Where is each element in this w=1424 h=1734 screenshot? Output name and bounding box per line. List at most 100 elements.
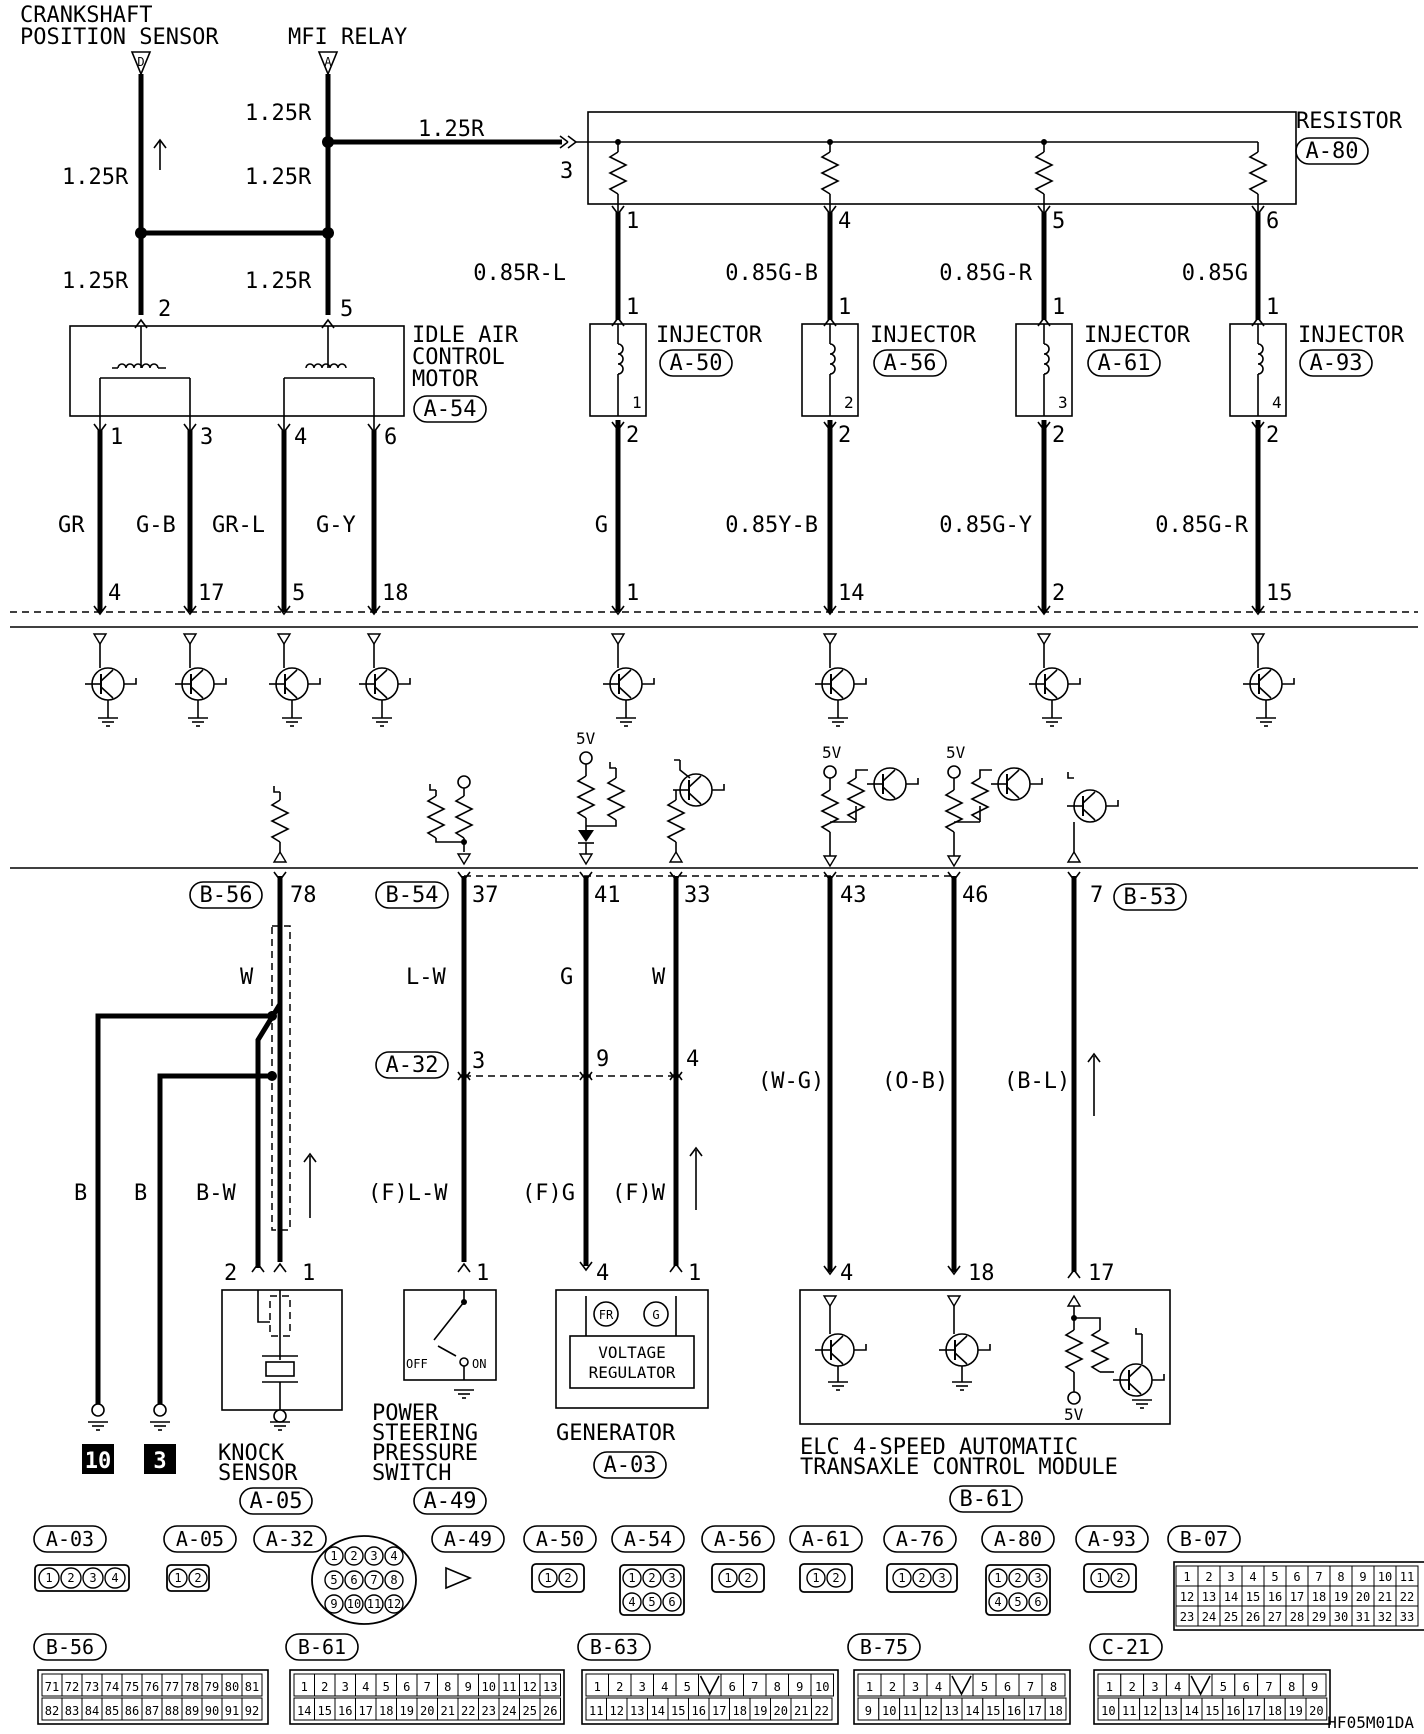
connector-cell: 10 [810, 1673, 834, 1697]
svg-text:10: 10 [482, 1680, 496, 1694]
connector-pin: 3 [364, 1546, 384, 1566]
svg-text:2: 2 [1116, 1571, 1123, 1585]
iac-label-2: CONTROL [412, 345, 505, 370]
svg-text:16: 16 [1268, 1590, 1282, 1604]
connector-id-badge: B-07 [1167, 1525, 1241, 1553]
transistor-icon [84, 633, 137, 727]
connector-badge [1087, 349, 1161, 377]
connector-cell: 25 [1219, 1605, 1243, 1627]
connector-cell: 86 [121, 1697, 143, 1721]
wire-label: B [74, 1181, 87, 1206]
connector-cell: 23 [1175, 1605, 1199, 1627]
transistor-icon [814, 1295, 867, 1391]
idle-air-control-motor: 2 5 IDLE AIR CONTROL MOTOR A-54 [69, 297, 519, 430]
connector-cell: 11 [1395, 1565, 1419, 1587]
ecm-pin-label: 5 [292, 581, 305, 606]
splice-dot [322, 227, 334, 239]
voltage-5v: 5V [576, 729, 596, 748]
wire-label: W [240, 965, 254, 990]
connector-cell: 9 [1351, 1565, 1375, 1587]
svg-text:90: 90 [205, 1704, 219, 1718]
connector-cell: 19 [396, 1697, 418, 1721]
connector-cell: 72 [61, 1673, 83, 1697]
connector-id: A-61 [802, 1527, 850, 1551]
svg-text:10: 10 [1378, 1570, 1392, 1584]
connector-cell: 92 [241, 1697, 263, 1721]
connector-cell: 4 [653, 1673, 677, 1697]
svg-text:3: 3 [1151, 1680, 1158, 1694]
wire-label: 0.85G-Y [939, 513, 1032, 538]
wire-label: (F)W [612, 1181, 666, 1206]
connector-id-badge: A-54 [611, 1525, 685, 1553]
svg-text:18: 18 [379, 1704, 393, 1718]
connector-cell: 28 [1285, 1605, 1309, 1627]
resistor-element [1249, 142, 1267, 212]
svg-text:83: 83 [65, 1704, 79, 1718]
generator-label: GENERATOR [556, 1421, 676, 1446]
connector-cell: 11 [1118, 1697, 1141, 1721]
connector-cell: 80 [221, 1673, 243, 1697]
connector-cell: 8 [1041, 1673, 1066, 1697]
injector-column-2: 0.85G-B 1 2 2 0.85Y-B 14 INJECTOR A-56 [725, 205, 977, 615]
connector-pin: 5 [324, 1570, 344, 1590]
connector-cell: 3 [334, 1673, 356, 1697]
transistor-icon [938, 1295, 991, 1391]
svg-text:92: 92 [245, 1704, 259, 1718]
connector-id-badge: B-63 [577, 1633, 651, 1661]
connector-cell: 17 [1285, 1585, 1309, 1607]
ecm-driver-transistors [84, 633, 1295, 727]
svg-text:6: 6 [729, 1680, 736, 1694]
pssw-label-3: PRESSURE [372, 1441, 478, 1466]
injector-code: A-61 [1098, 351, 1151, 376]
svg-text:2: 2 [1205, 1570, 1212, 1584]
connector-cell: 10 [878, 1697, 901, 1721]
svg-text:2: 2 [1129, 1680, 1136, 1694]
connector-cell: 91 [221, 1697, 243, 1721]
svg-text:12: 12 [1180, 1590, 1194, 1604]
connector-cell: 90 [201, 1697, 223, 1721]
connector-cell: 81 [241, 1673, 263, 1697]
svg-text:6: 6 [1034, 1595, 1041, 1609]
svg-text:15: 15 [318, 1704, 332, 1718]
connector-pin: 9 [324, 1594, 344, 1614]
transistor-icon [602, 633, 655, 727]
pin-label: 3 [472, 1049, 485, 1074]
pull-up-network [427, 775, 473, 865]
iac-wires [97, 430, 377, 612]
connector-housing [34, 1564, 130, 1592]
svg-text:16: 16 [338, 1704, 352, 1718]
svg-text:17: 17 [1290, 1590, 1304, 1604]
connector-cell: 4 [1241, 1565, 1265, 1587]
svg-text:24: 24 [502, 1704, 516, 1718]
connector-badge [189, 881, 263, 909]
connector-cell: 12 [1175, 1585, 1199, 1607]
svg-text:87: 87 [145, 1704, 159, 1718]
connector-cell: 85 [101, 1697, 123, 1721]
pin-label: 2 [838, 423, 851, 448]
svg-text:4: 4 [935, 1680, 942, 1694]
connector-cell: 33 [1395, 1605, 1419, 1627]
svg-text:5: 5 [1271, 1570, 1278, 1584]
svg-text:11: 11 [1400, 1570, 1414, 1584]
connector-id-badge: A-03 [33, 1525, 107, 1553]
pin-label: 1 [688, 1261, 701, 1286]
svg-text:1: 1 [994, 1571, 1001, 1585]
single-terminal-icon [445, 1566, 473, 1590]
splice-dot [322, 136, 334, 148]
connector-cell: 29 [1307, 1605, 1331, 1627]
connector-cell: 7 [1257, 1673, 1281, 1697]
svg-text:6: 6 [668, 1595, 675, 1609]
knock-sensor: 2 1 KNOCK SENSOR A-05 [218, 1261, 343, 1515]
voltage-5v: 5V [822, 743, 842, 762]
svg-text:2: 2 [889, 1680, 896, 1694]
svg-text:18: 18 [1048, 1704, 1062, 1718]
svg-text:86: 86 [125, 1704, 139, 1718]
pin-label: 5 [340, 297, 353, 322]
voltage-5v: 5V [1064, 1405, 1084, 1424]
svg-text:3: 3 [1034, 1571, 1041, 1585]
svg-text:26: 26 [543, 1704, 557, 1718]
svg-text:7: 7 [1315, 1570, 1322, 1584]
connector-id: A-49 [444, 1527, 492, 1551]
connector-id: B-56 [46, 1635, 94, 1659]
svg-text:9: 9 [865, 1704, 872, 1718]
